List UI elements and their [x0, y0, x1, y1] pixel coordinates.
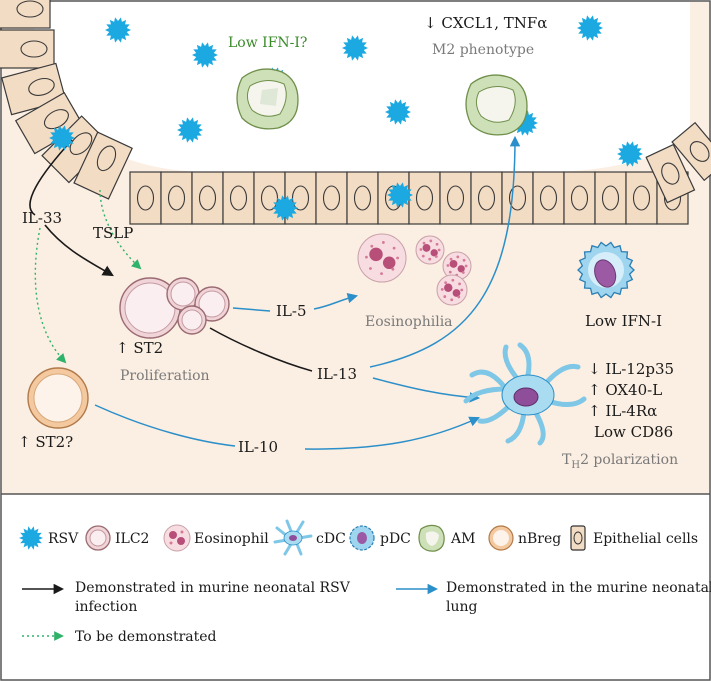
rsv-particle: [272, 195, 298, 221]
legend-eosinophil-icon: [163, 524, 191, 552]
arrow-ilc2-il13-line: [209, 327, 313, 372]
legend-epithelial-icon: [570, 525, 586, 551]
legend-rsv-icon: [19, 526, 43, 550]
epithelial-cell: [470, 171, 503, 225]
legend-ilc2-icon: [85, 525, 111, 551]
eosinophil-cell: [357, 233, 407, 283]
arrow-il33-to-ilc2: [29, 139, 73, 216]
epithelial-cell: [625, 171, 658, 225]
epithelial-cell: [645, 143, 696, 204]
epithelial-cell: [346, 171, 379, 225]
legend-pdc-label: pDC: [380, 531, 411, 547]
legend-green-arrow-label: To be demonstrated: [75, 629, 217, 645]
rsv-particle: [387, 182, 413, 208]
m2-phenotype-label: M2 phenotype: [432, 42, 534, 58]
legend-black-arrow-line2: infection: [75, 599, 137, 615]
epithelial-cell: [14, 91, 85, 155]
rsv-particle: [617, 141, 643, 167]
il13-label: IL-13: [317, 365, 357, 383]
rsv-particle: [342, 35, 368, 61]
arrows: [29, 135, 521, 450]
epithelial-cell: [408, 171, 441, 225]
epithelial-cell: [315, 171, 348, 225]
rsv-particle: [49, 125, 75, 151]
pdc-low-ifn-label: Low IFN-I: [585, 312, 662, 330]
low-ifn-question-label: Low IFN-I?: [228, 35, 307, 51]
legend-rsv-label: RSV: [48, 531, 79, 547]
epithelial-cell: [160, 171, 193, 225]
legend-nbreg-icon: [488, 525, 514, 551]
legend-am-icon: [418, 524, 445, 552]
legend: RSV ILC2 Eosinophil cDC pDC: [19, 519, 711, 645]
il33-label: IL-33: [22, 209, 62, 227]
cdc-marker-3: ↑ IL-4Rα: [588, 402, 657, 420]
arrow-nbreg-il10: [94, 404, 236, 447]
legend-cdc-icon: [273, 519, 313, 556]
rsv-particle: [192, 42, 218, 68]
legend-blue-arrow-line1: Demonstrated in the murine neonatal: [446, 580, 711, 596]
epithelial-cell: [671, 121, 711, 182]
am-cell-left: [236, 68, 299, 130]
cxcl1-tnfa-label: ↓ CXCL1, TNFα: [424, 14, 547, 32]
nbreg-cell: [27, 367, 89, 429]
th2-polarization-label: TH2 polarization: [562, 452, 678, 471]
epithelial-cell: [563, 171, 596, 225]
legend-blue-arrow-line2: lung: [446, 599, 478, 615]
arrow-il10-to-cdc: [304, 416, 480, 450]
cdc-marker-2: ↑ OX40-L: [588, 381, 662, 399]
legend-pdc-icon: [349, 525, 375, 551]
epithelial-cell: [532, 171, 565, 225]
arrow-ilc2-il5-eos: [232, 296, 356, 312]
arrow-il33-ilc2-head: [44, 224, 114, 277]
rsv-particle: [105, 17, 131, 43]
tslp-label: TSLP: [93, 224, 133, 242]
epithelial-cell: [222, 171, 255, 225]
nbreg-st2-label: ↑ ST2?: [18, 433, 73, 451]
eosinophil-cell: [436, 274, 468, 306]
epithelial-cell: [0, 0, 51, 29]
il10-label: IL-10: [238, 438, 278, 456]
legend-eosinophil-label: Eosinophil: [194, 531, 269, 547]
eosinophil-cell: [442, 251, 472, 281]
eosinophilia-label: Eosinophilia: [365, 314, 453, 330]
epithelial-cell: [0, 29, 55, 69]
rsv-particle: [577, 15, 603, 41]
epithelial-cell: [41, 115, 110, 184]
am-cell-right: [465, 74, 528, 136]
arrow-il13-to-cdc: [372, 377, 481, 403]
il5-label: IL-5: [276, 302, 307, 320]
legend-cdc-label: cDC: [316, 531, 346, 547]
epithelial-cell: [73, 131, 133, 200]
ilc2-cluster: [119, 277, 230, 339]
epithelial-layer: [0, 0, 711, 225]
rsv-particle: [385, 99, 411, 125]
pdc-cell: [577, 241, 635, 299]
eosinophil-cluster: [357, 233, 472, 306]
cdc-marker-4: Low CD86: [594, 423, 673, 441]
legend-black-arrow-line1: Demonstrated in murine neonatal RSV: [75, 580, 351, 596]
legend-ilc2-label: ILC2: [115, 531, 149, 547]
epithelial-cell: [439, 171, 472, 225]
proliferation-label: Proliferation: [120, 368, 210, 384]
epithelial-cell: [191, 171, 224, 225]
epithelial-cell: [594, 171, 627, 225]
arrow-tslp-to-ilc2: [99, 189, 142, 270]
legend-am-label: AM: [450, 531, 475, 547]
cdc-marker-1: ↓ IL-12p35: [588, 360, 674, 378]
epithelial-cell: [501, 171, 534, 225]
legend-nbreg-label: nBreg: [518, 531, 561, 547]
epithelial-cell: [129, 171, 162, 225]
cdc-cell: [463, 342, 587, 446]
rsv-particles: [49, 15, 643, 221]
legend-epithelial-label: Epithelial cells: [593, 531, 698, 547]
rsv-particle: [177, 117, 203, 143]
arrow-il33-to-nbreg: [34, 227, 67, 364]
ilc2-st2-label: ↑ ST2: [116, 339, 163, 357]
eosinophil-cell: [415, 235, 445, 265]
arrow-il13-to-am: [369, 135, 521, 368]
